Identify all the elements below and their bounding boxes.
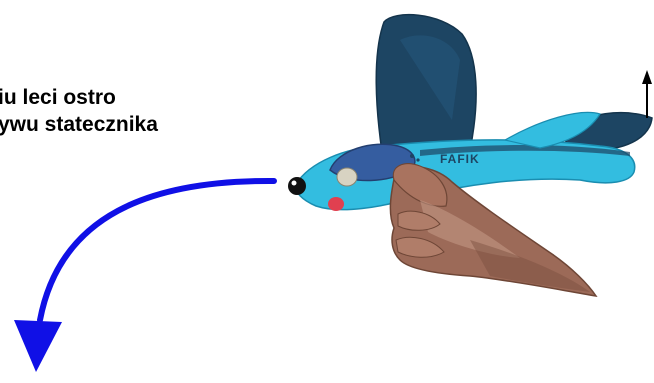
hand-highlight (420, 200, 520, 258)
plane-wing-top (375, 13, 477, 153)
plane-nose (288, 177, 306, 195)
caption-line-2: ywu statecznika (0, 113, 158, 136)
plane-eye (336, 167, 358, 187)
flight-path-curve (37, 177, 277, 323)
plane-stripe (420, 145, 630, 156)
hand-finger-2 (395, 236, 445, 258)
caption-text: iu leci ostro ywu statecznika (0, 84, 158, 138)
holding-hand (389, 163, 598, 298)
hand-finger-1 (397, 210, 441, 231)
plane-dot (416, 158, 420, 162)
plane-dot (410, 154, 414, 158)
toy-plane: FAFIK (288, 13, 653, 211)
flight-path-arrowhead (14, 320, 62, 372)
plane-wing-top-shade (400, 35, 460, 121)
plane-stabilizer (503, 111, 601, 149)
plane-name-label: FAFIK (440, 152, 480, 166)
up-arrow-icon (642, 70, 652, 84)
nose-highlight (291, 180, 297, 186)
caption-line-1: iu leci ostro (0, 86, 116, 109)
elevator-up-arrow (642, 70, 652, 118)
plane-cheek (328, 197, 344, 211)
hand-shadow (470, 240, 590, 292)
hand-thumb (392, 163, 448, 207)
flight-path-arrow (14, 177, 277, 372)
